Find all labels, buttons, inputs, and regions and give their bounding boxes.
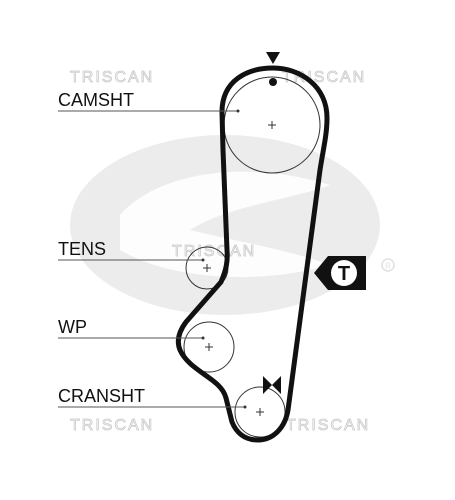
water-pump-leader-dot <box>201 336 205 340</box>
registered-mark-icon <box>381 258 395 272</box>
tensioner-label: TENS <box>58 239 106 259</box>
tensioner-leader-dot <box>201 258 205 262</box>
camshaft-timing-mark <box>266 52 280 86</box>
down-triangle-marker-icon <box>266 52 280 64</box>
tensioner-badge-circle <box>331 260 357 286</box>
leader-lines <box>58 110 245 408</box>
bowtie-marker-icon <box>263 376 281 394</box>
background-logo-swash <box>120 171 330 277</box>
camshaft-leader-dot <box>236 109 240 113</box>
tensioner-badge: T <box>314 256 366 290</box>
tensioner-center-cross <box>203 264 211 272</box>
camshaft-center-cross <box>268 121 276 129</box>
watermark-middle: TRISCAN <box>172 243 256 260</box>
registered-mark-letter: R <box>385 262 391 271</box>
water-pump-pulley <box>183 321 235 373</box>
crankshaft-pulley <box>234 386 286 438</box>
crankshaft-timing-mark <box>263 376 281 394</box>
leader-dots <box>201 109 247 409</box>
timing-belt <box>175 65 330 443</box>
crankshaft-leader-dot <box>243 405 247 409</box>
tensioner-badge-letter: T <box>338 263 350 285</box>
watermarks: TRISCAN TRISCAN TRISCAN TRISCAN TRISCAN <box>70 69 370 435</box>
camshaft-timing-dot <box>269 78 277 86</box>
camshaft-label: CAMSHT <box>58 90 134 110</box>
water-pump-label: WP <box>58 317 87 337</box>
watermark-bottom-left: TRISCAN <box>70 417 154 434</box>
watermark-bottom-right: TRISCAN <box>286 417 370 434</box>
crankshaft-label: CRANSHT <box>58 386 145 406</box>
water-pump-center-cross <box>205 343 213 351</box>
pulley-centers <box>203 121 276 416</box>
crankshaft-center-cross <box>256 408 264 416</box>
watermark-top-left: TRISCAN <box>70 69 154 86</box>
